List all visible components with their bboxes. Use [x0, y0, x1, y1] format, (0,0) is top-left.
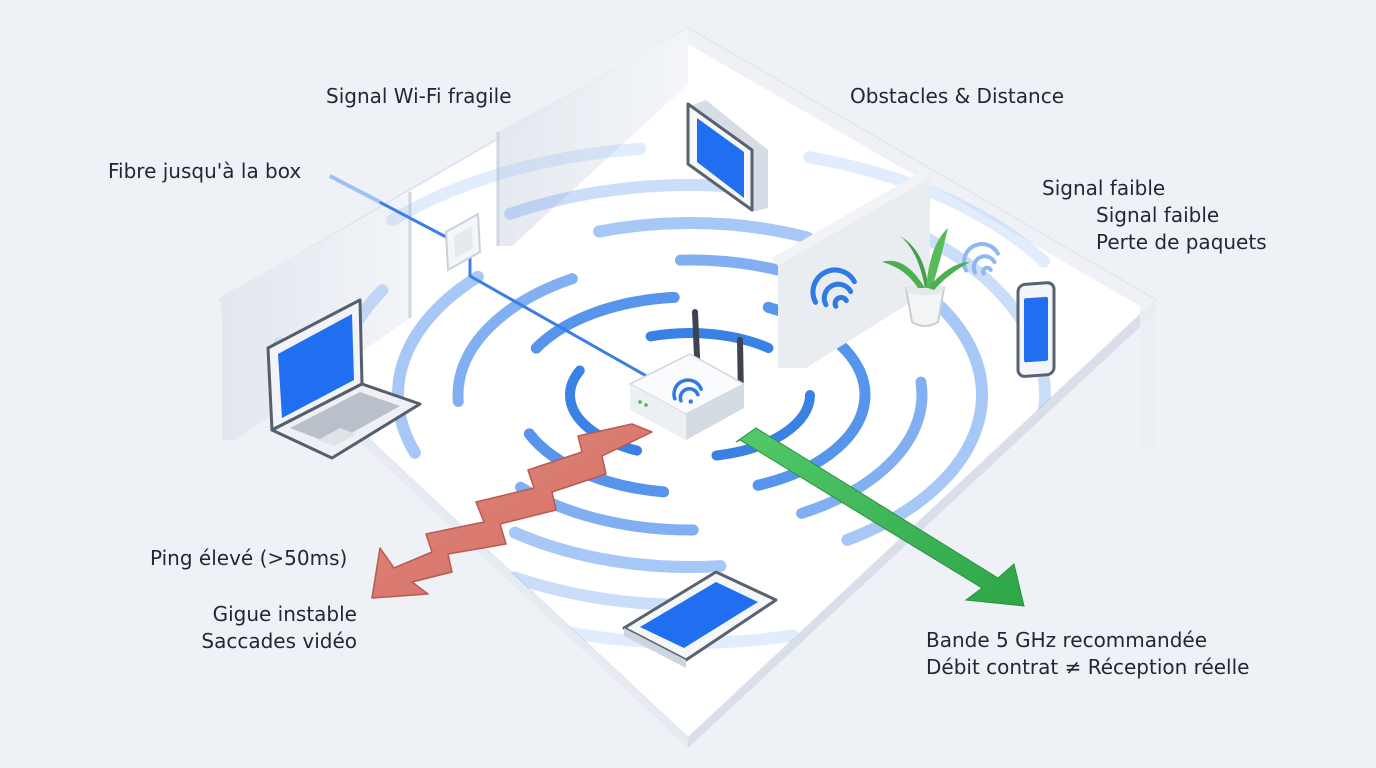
label-weak-group: Signal faible Signal faible Perte de paq…: [1042, 175, 1267, 256]
red-arrow: [371, 423, 653, 599]
label-solution-group: Bande 5 GHz recommandée Débit contrat ≠ …: [926, 627, 1249, 681]
label-band: Bande 5 GHz recommandée: [926, 628, 1208, 652]
label-weak-2: Signal faible: [1096, 203, 1220, 227]
tablet-icon: [622, 570, 778, 668]
wall-socket-icon: [444, 212, 482, 272]
laptop-icon: [266, 298, 422, 460]
label-obstacles: Obstacles & Distance: [850, 84, 1064, 108]
router-icon: [628, 309, 746, 440]
tablet-icon: [686, 100, 768, 212]
back-wall-left: [498, 28, 688, 246]
label-stutter: Saccades vidéo: [201, 629, 357, 653]
obstacle-wall: [772, 170, 930, 368]
label-packet-loss: Perte de paquets: [1096, 230, 1267, 254]
label-fibre: Fibre jusqu'à la box: [108, 159, 302, 183]
green-arrow: [735, 427, 1025, 607]
wifi-icon: [810, 267, 857, 309]
label-signal-fragile: Signal Wi-Fi fragile: [326, 84, 512, 108]
label-jitter: Gigue instable: [212, 602, 357, 626]
phone-icon: [1016, 281, 1056, 378]
label-ping: Ping élevé (>50ms): [150, 546, 348, 570]
label-weak-1: Signal faible: [1042, 176, 1166, 200]
label-speed: Débit contrat ≠ Réception réelle: [926, 655, 1250, 679]
plant-icon: [882, 228, 970, 327]
label-problems-group: Gigue instable Saccades vidéo: [186, 601, 357, 655]
floor-edge: [688, 300, 1156, 748]
back-wall-right: [688, 28, 1156, 448]
